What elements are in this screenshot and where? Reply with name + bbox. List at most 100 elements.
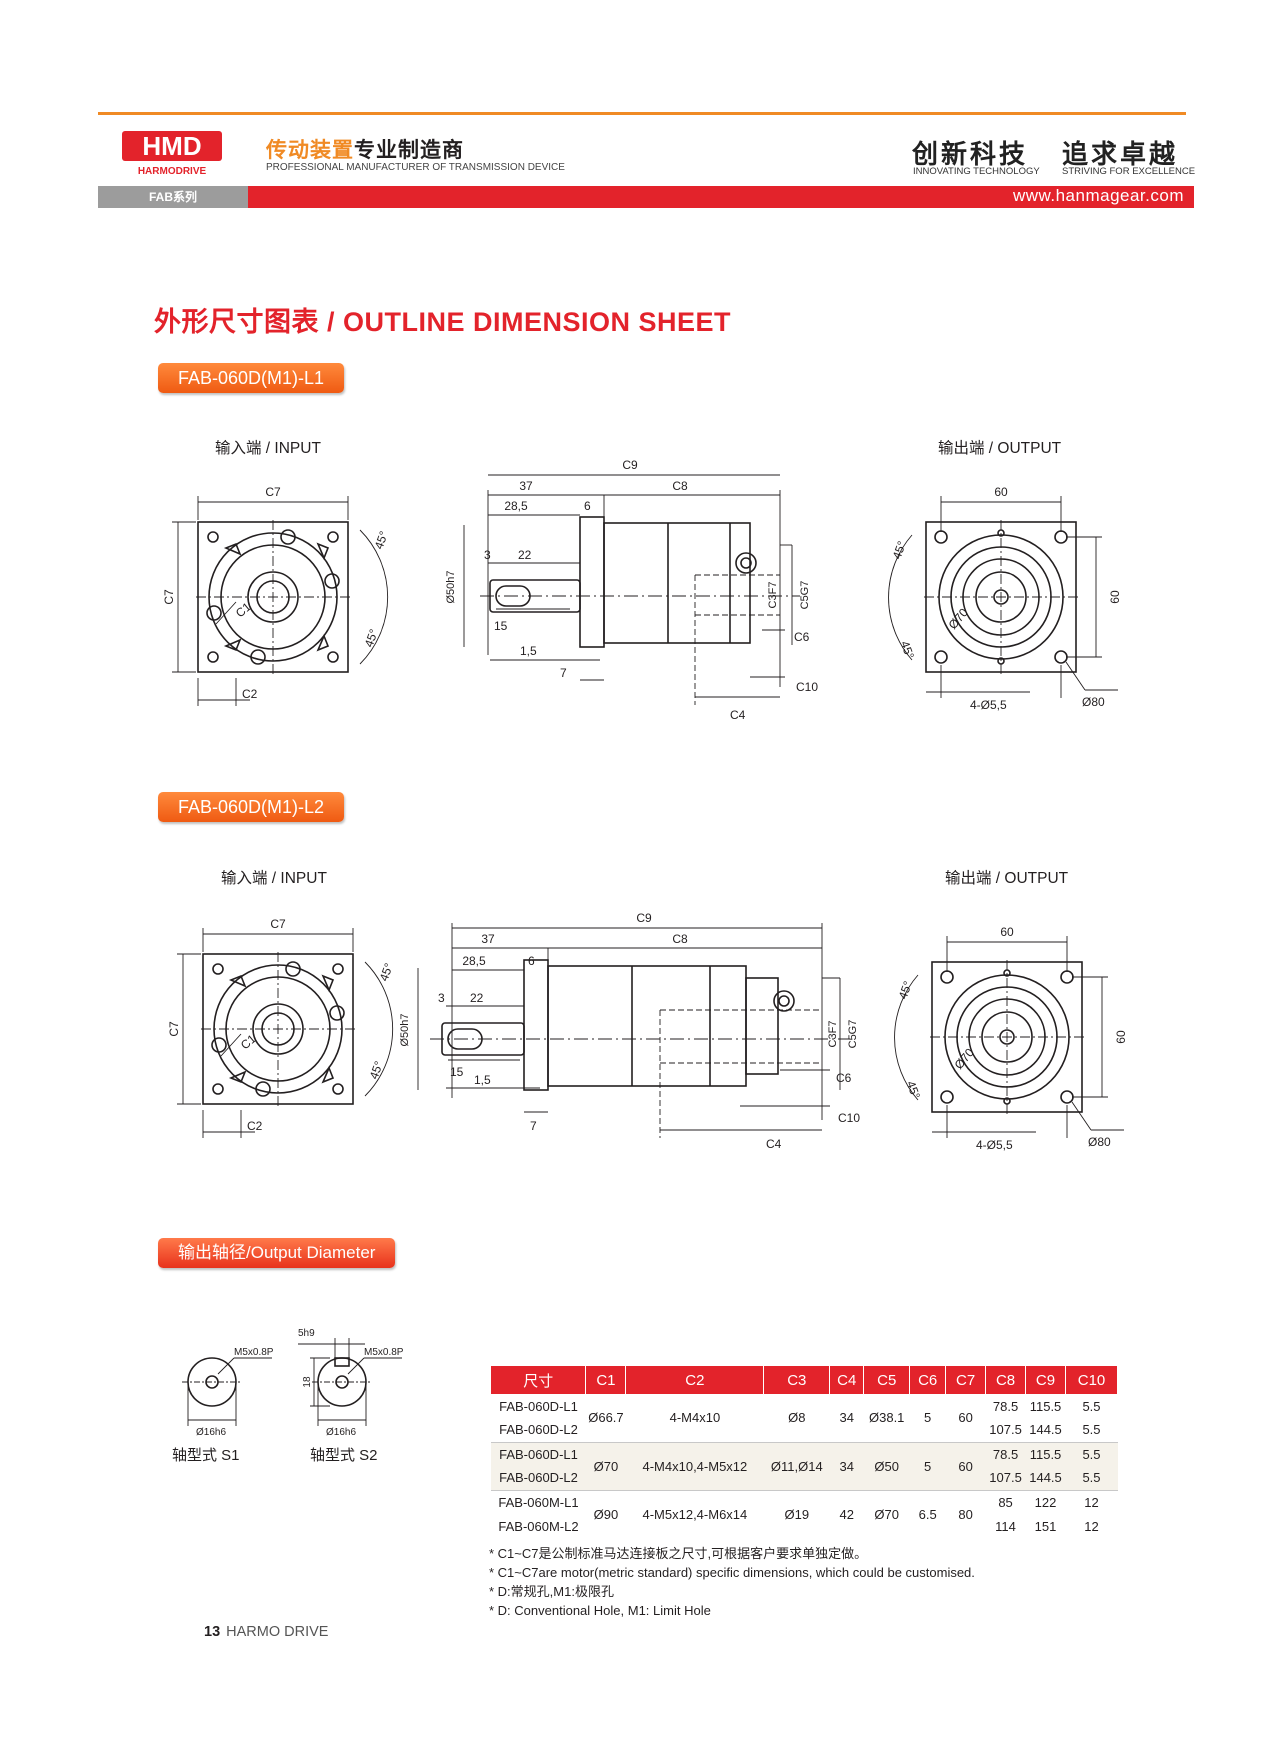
table-header: 尺寸 [491,1366,587,1394]
dim-45-top: 45° [377,961,396,983]
input-label-l2: 输入端 / INPUT [221,870,327,887]
table-cell-model: FAB-060M-L1 [491,1489,586,1514]
motto-excellence-en: STRIVING FOR EXCELLENCE [1062,166,1196,177]
table-cell-c8: 107.5 [985,1466,1026,1490]
table-notes: * C1~C7是公制标准马达连接板之尺寸,可根据客户要求单独定做。 * C1~C… [489,1544,975,1620]
table-cell-c10: 5.5 [1082,1422,1101,1438]
dim-45-a: 45° [896,979,915,1001]
table-cell-c9: 115.5 [1029,1398,1062,1414]
dim-c7-top: C7 [270,917,286,931]
table-cell-c7: 60 [945,1441,986,1490]
shaft-s2-label: 轴型式 S2 [310,1447,378,1464]
series-label: FAB系列 [148,190,197,204]
table-cell-c4: 42 [829,1489,864,1538]
table-cell-c9: 122 [1025,1489,1066,1514]
dim-c10: C10 [838,1111,860,1125]
table-cell-c7: 80 [945,1489,986,1538]
table-cell-c7: 60 [958,1410,973,1426]
dim-c1: C1 [233,600,254,621]
table-cell-c8: 78.5 [985,1441,1026,1466]
dim-phi70: Ø70 [946,605,972,632]
dim-c10: C10 [796,680,818,694]
shaft-s1-drawing: M5x0.8P Ø16h6 [182,1347,274,1438]
dim-c7-top: C7 [265,485,281,499]
table-cell-c8: 114 [995,1518,1016,1534]
note-line: * D:常规孔,M1:极限孔 [489,1584,614,1599]
dim-c3: C3F7 [827,1021,839,1048]
table-cell-c9: 144.5 [1029,1422,1062,1438]
motto-innovating-en: INNOVATING TECHNOLOGY [913,166,1040,177]
table-row: FAB-060M-L2 114 151 12 [491,1514,1118,1538]
dim-15: 15 [450,1065,464,1079]
table-cell-c1: Ø90 [585,1489,626,1538]
page-number: 13 [204,1624,221,1640]
output-diameter-pill: 输出轴径/Output Diameter [158,1238,396,1268]
table-header: C6 [909,1366,947,1394]
table-cell-c6: 5 [909,1441,946,1490]
dim-3: 3 [484,548,491,562]
dim-c1: C1 [238,1032,259,1053]
note-line: * C1~C7是公制标准马达连接板之尺寸,可根据客户要求单独定做。 [489,1546,868,1561]
dim-60-top: 60 [994,485,1008,499]
table-row: FAB-060D-L2 107.5 144.5 5.5 [491,1466,1118,1490]
motto-innovating-cn: 创新科技 [912,140,1029,170]
table-row: FAB-060M-L1 Ø90 4-M5x12,4-M6x14 Ø19 42 Ø… [491,1489,1118,1538]
table-cell-c9: 151 [1034,1518,1057,1534]
table-cell-c10: 5.5 [1065,1466,1118,1490]
table-cell-model: FAB-060D-L2 [491,1466,586,1490]
dim-6: 6 [584,499,591,513]
dim-c5: C5G7 [799,581,811,610]
input-label-l1: 输入端 / INPUT [215,440,321,457]
dim-holes: 4-Ø5,5 [976,1138,1013,1152]
table-header: C10 [1065,1366,1118,1394]
table-row: FAB-060D-L1 Ø66.7 4-M4x10 Ø8 34 Ø38.1 5 … [491,1394,1118,1426]
table-cell-c5: Ø70 [863,1489,910,1538]
dim-285: 28,5 [504,499,528,513]
dim-c4: C4 [730,708,746,722]
table-cell-c2: 4-M5x12,4-M6x14 [625,1489,764,1538]
note-line: * D: Conventional Hole, M1: Limit Hole [489,1603,711,1618]
side-view-drawing-l1: C9 C8 37 28,5 6 3 22 15 1,5 7 Ø50h7 C3F7… [445,458,818,722]
dim-c6: C6 [836,1071,852,1085]
table-cell-c4: 34 [839,1410,854,1426]
website-url: www.hanmagear.com [1012,186,1184,205]
dim-c4: C4 [766,1137,782,1151]
table-cell-c3: Ø8 [788,1410,806,1426]
logo-text: HMD [142,131,201,161]
table-cell-model: FAB-060D-L2 [499,1422,578,1438]
table-cell-model: FAB-060M-L2 [498,1518,579,1534]
table-header: C9 [1025,1366,1066,1394]
dim-phi80: Ø80 [1088,1135,1111,1149]
s1-thread: M5x0.8P [234,1347,274,1358]
table-cell-c2: 4-M4x10,4-M5x12 [625,1441,764,1490]
table-cell-c6: 6.5 [909,1489,946,1538]
table-cell-c10: 12 [1065,1489,1118,1514]
dim-45-a: 45° [890,539,909,561]
table-cell-c10: 5.5 [1082,1398,1101,1414]
dim-holes: 4-Ø5,5 [970,698,1007,712]
dim-15: 15 [494,619,508,633]
input-flange-drawing-l2: C7 C7 C1 C2 45° 45° [167,917,396,1138]
table-header: C4 [829,1366,865,1394]
motto-excellence-cn: 追求卓越 [1062,140,1179,170]
table-cell-c8: 78.5 [992,1398,1019,1414]
dim-3: 3 [438,991,445,1005]
table-cell-c1: Ø66.7 [588,1410,624,1426]
output-flange-drawing-l2: 60 60 45° 45° Ø70 4-Ø5,5 Ø80 [894,925,1128,1152]
dim-c5: C5G7 [847,1020,859,1049]
model-pill-l2: FAB-060D(M1)-L2 [158,792,345,822]
dim-c6: C6 [794,630,810,644]
dim-60-top: 60 [1000,925,1014,939]
dim-285: 28,5 [462,954,486,968]
table-cell-model: FAB-060D-L1 [491,1441,586,1466]
output-label-l1: 输出端 / OUTPUT [938,440,1062,457]
dimension-table: 尺寸 C1 C2 C3 C4 C5 C6 C7 C8 C9 C10 FAB-06… [491,1366,1118,1538]
table-header: C3 [763,1366,831,1394]
table-row: FAB-060D-L1 Ø70 4-M4x10,4-M5x12 Ø11,Ø14 … [491,1441,1118,1490]
table-header-row: 尺寸 C1 C2 C3 C4 C5 C6 C7 C8 C9 C10 [491,1366,1118,1394]
output-label-l2: 输出端 / OUTPUT [945,870,1069,887]
dim-60-side: 60 [1108,590,1122,604]
dim-45-top: 45° [372,529,391,551]
table-cell-c1: Ø70 [585,1441,626,1490]
table-header: C1 [585,1366,627,1394]
